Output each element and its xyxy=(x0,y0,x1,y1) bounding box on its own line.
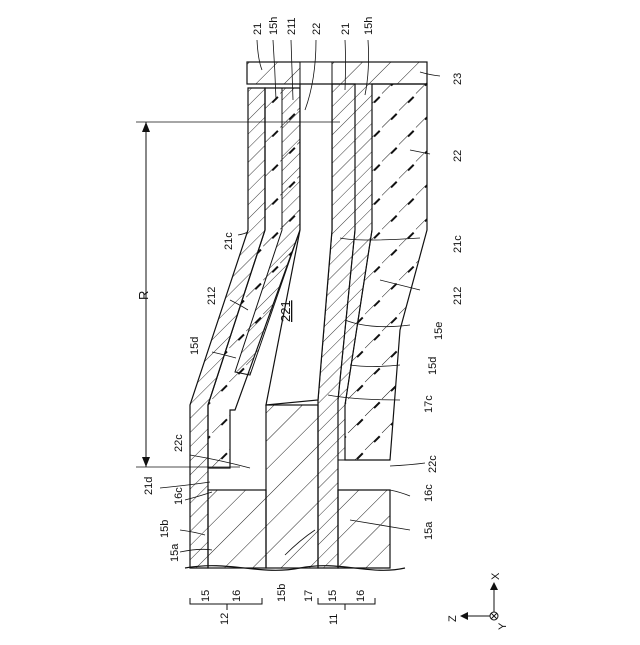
label-15a-left: 15a xyxy=(169,543,181,562)
label-15a-right: 15a xyxy=(423,521,435,540)
label-22c-right: 22c xyxy=(427,455,439,473)
label-21d: 21d xyxy=(143,477,155,495)
label-221: 221 xyxy=(278,300,293,322)
label-16c-right: 16c xyxy=(423,484,435,502)
label-212-right: 212 xyxy=(452,287,464,305)
label-22c-left: 22c xyxy=(173,434,185,452)
dim-R-arrow-top xyxy=(142,122,150,132)
label-bottom-11: 11 xyxy=(328,614,340,625)
label-21a: 21 xyxy=(252,23,264,35)
label-R: R xyxy=(136,291,151,300)
label-15b-left: 15b xyxy=(159,520,171,538)
axis-y-label: Y xyxy=(497,622,509,630)
label-23: 23 xyxy=(452,73,464,85)
label-bottom-17: 17 xyxy=(303,590,315,602)
label-17c: 17c xyxy=(423,395,435,413)
label-15e: 15e xyxy=(433,322,445,340)
label-211: 211 xyxy=(286,17,298,35)
label-bottom-16-1: 16 xyxy=(231,590,243,602)
label-bottom-15-1: 15 xyxy=(200,590,212,602)
block-16-left xyxy=(208,490,266,568)
label-bottom-12: 12 xyxy=(219,613,231,625)
label-15hb: 15h xyxy=(363,17,375,35)
axis-x-label: X xyxy=(490,572,502,580)
label-22b: 22 xyxy=(452,150,464,162)
label-bottom-15b: 15b xyxy=(276,584,288,602)
core-17 xyxy=(266,405,318,568)
label-21c-right: 21c xyxy=(452,235,464,253)
label-22a: 22 xyxy=(311,23,323,35)
label-212-left: 212 xyxy=(206,287,218,305)
label-bottom-16-2: 16 xyxy=(355,590,367,602)
label-15d-right: 15d xyxy=(427,357,439,375)
dim-R-arrow-bottom xyxy=(142,457,150,467)
label-21c-left: 21c xyxy=(223,232,235,250)
cap-23 xyxy=(247,62,427,84)
label-bottom-15-2: 15 xyxy=(327,590,339,602)
cap-23-gap xyxy=(300,62,332,84)
block-16-right xyxy=(338,490,390,568)
label-16c-left: 16c xyxy=(173,487,185,505)
label-15ha: 15h xyxy=(268,17,280,35)
label-21b: 21 xyxy=(340,23,352,35)
axis-z-label: Z xyxy=(447,615,459,622)
label-15d-left: 15d xyxy=(189,337,201,355)
axis-indicator: X Z Y xyxy=(447,572,509,630)
